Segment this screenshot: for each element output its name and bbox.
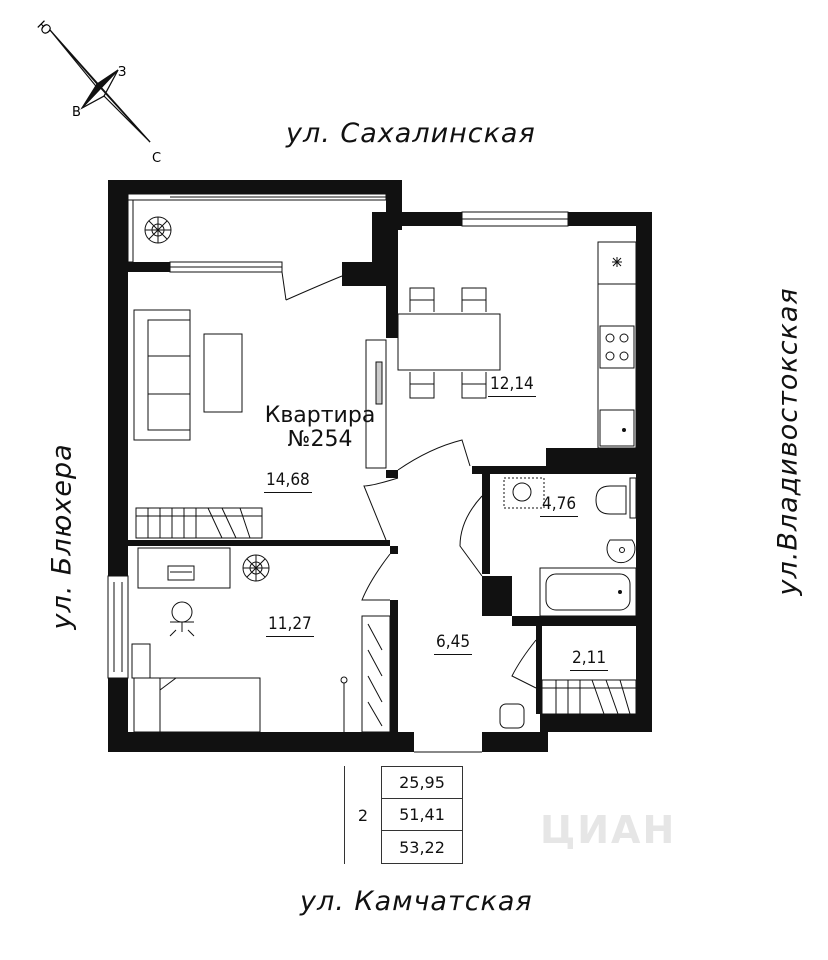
watermark: ЦИАН xyxy=(540,808,677,852)
compass-icon xyxy=(49,29,151,143)
area-kitchen: 12,14 xyxy=(488,374,536,397)
total-area-balcony: 53,22 xyxy=(399,837,445,857)
area-hallway: 6,45 xyxy=(434,632,473,655)
street-west: ул. Блюхера xyxy=(46,443,78,630)
closet-shelves xyxy=(541,679,637,715)
apartment-title: Квартира xyxy=(264,403,376,428)
area-value: 11,27 xyxy=(266,614,314,637)
compass-label-s: Ю xyxy=(34,18,55,39)
compass-label-e: В xyxy=(72,105,81,120)
apartment-number: №254 xyxy=(287,427,353,452)
plant-icon xyxy=(144,216,172,244)
street-east: ул.Владивостокская xyxy=(772,287,804,596)
area-value: 14,68 xyxy=(264,470,312,493)
area-value: 4,76 xyxy=(540,494,579,517)
closet-door xyxy=(511,639,537,689)
kitchen-window xyxy=(461,211,569,227)
living-room-window xyxy=(169,261,343,301)
dining-table xyxy=(397,287,501,399)
area-bedroom: 11,27 xyxy=(266,614,314,637)
bathroom-door xyxy=(459,495,483,577)
balcony-window xyxy=(127,193,387,263)
bedroom-door xyxy=(361,553,391,601)
kitchen-counter xyxy=(597,241,637,449)
kitchen-door xyxy=(397,439,471,471)
area-value: 2,11 xyxy=(570,648,609,671)
street-south: ул. Камчатская xyxy=(300,886,533,917)
area-bathroom: 4,76 xyxy=(540,494,579,517)
area-value: 6,45 xyxy=(434,632,473,655)
sofa-icon xyxy=(133,309,191,441)
area-living-room: 14,68 xyxy=(264,470,312,493)
living-wardrobe xyxy=(135,507,263,539)
apartment-label: Квартира №254 xyxy=(250,404,390,452)
street-north: ул. Сахалинская xyxy=(286,118,536,149)
compass-label-n: С xyxy=(152,151,161,166)
coffee-table xyxy=(203,333,243,413)
bathroom-fixtures xyxy=(503,477,637,617)
rooms-count: 2 xyxy=(344,766,381,864)
tv-unit xyxy=(365,339,387,469)
hall-pouf xyxy=(499,703,525,729)
plant-icon xyxy=(242,554,270,582)
total-area: 51,41 xyxy=(382,799,462,831)
bedroom-furniture xyxy=(107,547,391,733)
living-door xyxy=(363,477,399,541)
living-area: 25,95 xyxy=(382,767,462,799)
area-summary-table: 2 25,95 51,41 53,22 xyxy=(344,766,464,864)
compass-label-w: З xyxy=(118,65,126,80)
area-wardrobe: 2,11 xyxy=(570,648,609,671)
area-value: 12,14 xyxy=(488,374,536,397)
